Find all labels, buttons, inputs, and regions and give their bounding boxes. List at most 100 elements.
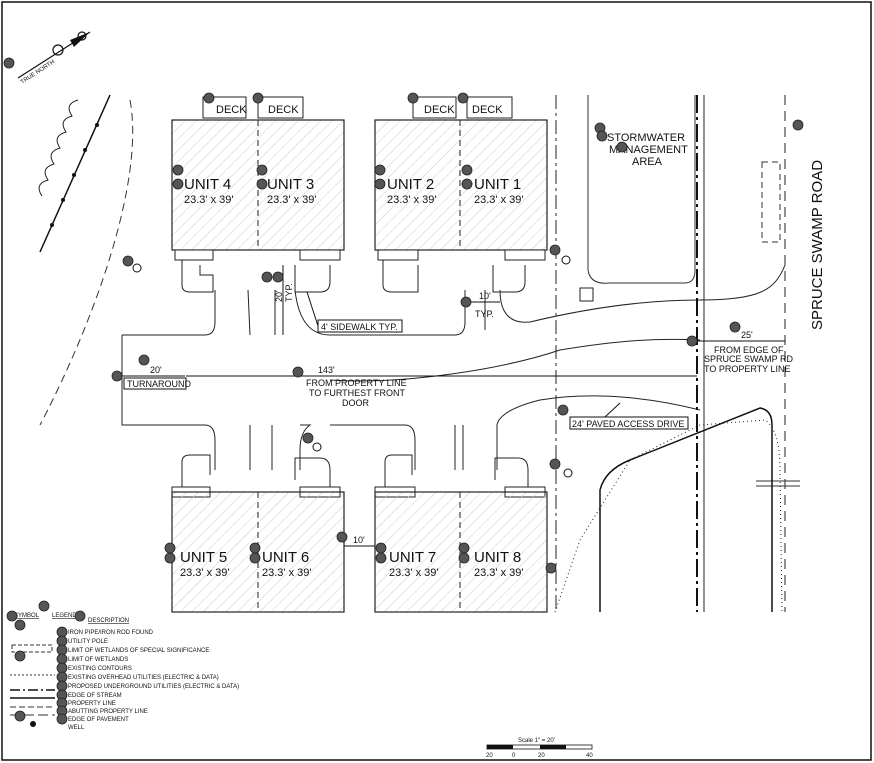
- svg-text:FROM EDGE OF: FROM EDGE OF: [714, 345, 784, 355]
- svg-text:20: 20: [538, 753, 545, 759]
- svg-text:IRON PIPE/IRON ROD FOUND: IRON PIPE/IRON ROD FOUND: [68, 630, 154, 636]
- svg-text:20: 20: [486, 753, 493, 759]
- svg-text:24' PAVED ACCESS DRIVE: 24' PAVED ACCESS DRIVE: [572, 419, 684, 429]
- legend-header: LEGEND: [52, 613, 77, 619]
- legend-description-header: DESCRIPTION: [88, 618, 129, 624]
- stormwater-line-2: MANAGEMENT: [609, 144, 688, 156]
- unit-3-label: UNIT 3: [267, 176, 314, 193]
- unit-1-label: UNIT 1: [474, 176, 521, 193]
- svg-text:40: 40: [586, 753, 593, 759]
- svg-text:0: 0: [512, 753, 516, 759]
- legend-row: EXISTING CONTOURS: [56, 662, 132, 674]
- stormwater-line-3: AREA: [632, 156, 663, 168]
- svg-text:EXISTING CONTOURS: EXISTING CONTOURS: [68, 666, 132, 672]
- building-units-5-6: [171, 454, 345, 613]
- svg-text:10': 10': [353, 535, 365, 545]
- svg-text:25': 25': [741, 330, 753, 340]
- legend-row: WELL: [68, 725, 85, 731]
- svg-text:EDGE OF STREAM: EDGE OF STREAM: [68, 693, 122, 699]
- stormwater-area: STORMWATER MANAGEMENT AREA: [579, 95, 696, 302]
- scale-title: Scale 1" = 20': [518, 738, 555, 744]
- svg-text:DOOR: DOOR: [342, 398, 370, 408]
- decks-top: DECK DECK DECK DECK: [202, 96, 513, 119]
- unit-6-label: UNIT 6: [262, 549, 309, 566]
- legend-row: LIMIT OF WETLANDS OF SPECIAL SIGNIFICANC…: [56, 644, 209, 656]
- dimension-25-setback: 25' FROM EDGE OF SPRUCE SWAMP RD TO PROP…: [697, 330, 794, 374]
- unit-2-label: UNIT 2: [387, 176, 434, 193]
- building-units-2-1: [374, 119, 548, 293]
- unit-8-label: UNIT 8: [474, 549, 521, 566]
- legend-row: PROPERTY LINE: [56, 697, 116, 709]
- svg-text:TYP.: TYP.: [284, 283, 294, 302]
- legend-row: PROPOSED UNDERGROUND UTILITIES (ELECTRIC…: [56, 680, 239, 692]
- svg-text:EDGE OF PAVEMENT: EDGE OF PAVEMENT: [68, 717, 129, 723]
- annotation-markers: [3, 57, 804, 612]
- svg-text:ABUTTING PROPERTY LINE: ABUTTING PROPERTY LINE: [68, 709, 148, 715]
- unit-2-size: 23.3' x 39': [387, 194, 436, 206]
- north-arrow: TRUE NORTH: [17, 31, 91, 86]
- legend: SYMBOL LEGEND DESCRIPTION IRON PIPE/IRON…: [6, 610, 239, 731]
- legend-row: EDGE OF PAVEMENT: [56, 713, 129, 725]
- unit-7-size: 23.3' x 39': [389, 567, 438, 579]
- svg-text:20': 20': [150, 365, 162, 375]
- svg-text:TO FURTHEST FRONT: TO FURTHEST FRONT: [309, 388, 406, 398]
- scale-bar: Scale 1" = 20' 20 0 20 40: [486, 738, 593, 759]
- building-units-4-3: [171, 119, 345, 293]
- well-symbols: [132, 255, 573, 478]
- svg-text:SPRUCE SWAMP RD: SPRUCE SWAMP RD: [704, 354, 794, 364]
- abutting-boundary: [554, 407, 783, 613]
- svg-text:143': 143': [318, 365, 335, 375]
- legend-row: ABUTTING PROPERTY LINE: [56, 705, 148, 717]
- legend-symbol-header: SYMBOL: [14, 613, 40, 619]
- sidewalk-callout: 4' SIDEWALK TYP.: [306, 291, 403, 333]
- legend-row: EDGE OF STREAM: [56, 689, 122, 701]
- svg-text:PROPERTY LINE: PROPERTY LINE: [68, 701, 116, 707]
- driveway-outline: [121, 264, 786, 470]
- wetland-line: [38, 94, 111, 253]
- svg-text:WELL: WELL: [68, 725, 85, 731]
- svg-text:PROPOSED UNDERGROUND UTILITIES: PROPOSED UNDERGROUND UTILITIES (ELECTRIC…: [68, 684, 239, 690]
- deck-label: DECK: [216, 104, 247, 116]
- svg-text:TURNAROUND: TURNAROUND: [127, 379, 191, 389]
- unit-6-size: 23.3' x 39': [262, 567, 311, 579]
- svg-text:LIMIT OF WETLANDS OF SPECIAL S: LIMIT OF WETLANDS OF SPECIAL SIGNIFICANC…: [68, 648, 209, 654]
- north-label: TRUE NORTH: [20, 59, 56, 85]
- unit-5-label: UNIT 5: [180, 549, 227, 566]
- paved-drive-callout: 24' PAVED ACCESS DRIVE: [569, 402, 689, 430]
- svg-text:LIMIT OF WETLANDS: LIMIT OF WETLANDS: [68, 657, 128, 663]
- property-lines: [555, 95, 800, 612]
- svg-text:TYP.: TYP.: [475, 309, 494, 319]
- building-units-7-8: [374, 454, 548, 613]
- svg-text:EXISTING OVERHEAD UTILITIES (E: EXISTING OVERHEAD UTILITIES (ELECTRIC & …: [68, 675, 219, 681]
- svg-text:FROM PROPERTY LINE: FROM PROPERTY LINE: [306, 378, 407, 388]
- legend-row: EXISTING OVERHEAD UTILITIES (ELECTRIC & …: [56, 671, 219, 683]
- svg-text:10': 10': [479, 291, 491, 301]
- unit-4-label: UNIT 4: [184, 176, 231, 193]
- wetland-limit-dashed: [39, 99, 134, 426]
- unit-labels: UNIT 4 23.3' x 39' UNIT 3 23.3' x 39' UN…: [180, 176, 523, 579]
- unit-7-label: UNIT 7: [389, 549, 436, 566]
- svg-text:UTILITY POLE: UTILITY POLE: [68, 639, 108, 645]
- dimension-turnaround: 20' TURNAROUND: [122, 365, 191, 390]
- legend-row: LIMIT OF WETLANDS: [56, 653, 128, 665]
- unit-3-size: 23.3' x 39': [267, 194, 316, 206]
- legend-row: IRON PIPE/IRON ROD FOUND: [56, 626, 154, 638]
- deck-label: DECK: [268, 104, 299, 116]
- svg-text:4' SIDEWALK TYP.: 4' SIDEWALK TYP.: [321, 322, 398, 332]
- deck-label: DECK: [424, 104, 455, 116]
- unit-5-size: 23.3' x 39': [180, 567, 229, 579]
- legend-row: UTILITY POLE: [56, 635, 108, 647]
- svg-text:20': 20': [274, 290, 284, 302]
- unit-4-size: 23.3' x 39': [184, 194, 233, 206]
- unit-1-size: 23.3' x 39': [474, 194, 523, 206]
- dimension-143: 143' FROM PROPERTY LINE TO FURTHEST FRON…: [186, 365, 697, 408]
- road-name: SPRUCE SWAMP ROAD: [809, 160, 826, 330]
- svg-text:TO PROPERTY LINE: TO PROPERTY LINE: [704, 364, 791, 374]
- unit-8-size: 23.3' x 39': [474, 567, 523, 579]
- legend-items: IRON PIPE/IRON ROD FOUND UTILITY POLE LI…: [56, 626, 239, 731]
- stormwater-line-1: STORMWATER: [607, 132, 685, 144]
- deck-label: DECK: [472, 104, 503, 116]
- dimension-10-bottom: 10': [344, 535, 375, 547]
